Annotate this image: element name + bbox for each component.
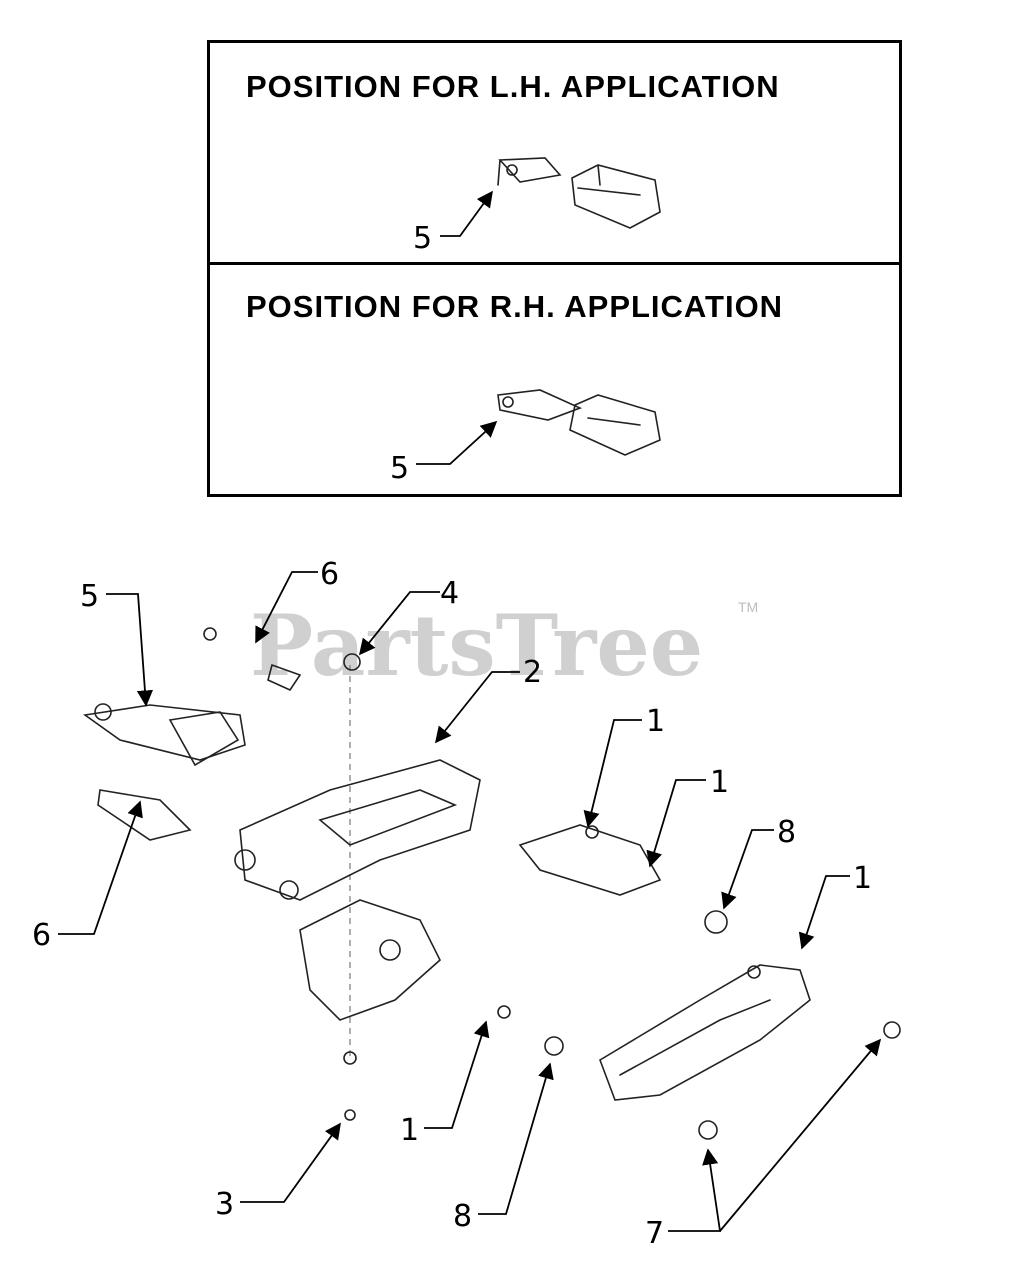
inset-lh-leader xyxy=(440,190,493,237)
leader-1-d xyxy=(424,1020,490,1129)
main-assembly-sketch xyxy=(82,627,901,1140)
callout-8-right: 8 xyxy=(777,815,796,850)
inset-rh-application: POSITION FOR R.H. APPLICATION xyxy=(207,262,902,497)
callout-1-b: 1 xyxy=(710,765,729,800)
leader-1-a xyxy=(583,719,642,828)
callout-1-a: 1 xyxy=(646,704,665,739)
callout-6-top: 6 xyxy=(320,557,339,592)
inset-rh-leader xyxy=(416,420,498,465)
watermark-trademark: TM xyxy=(738,599,758,615)
inset-lh-title: POSITION FOR L.H. APPLICATION xyxy=(246,69,780,104)
leader-8-bottom xyxy=(478,1062,554,1215)
leader-1-b xyxy=(646,779,706,868)
inset-rh-callout: 5 xyxy=(390,451,409,486)
leader-7-a xyxy=(668,1148,722,1232)
leader-6-top xyxy=(255,571,318,644)
leader-4 xyxy=(358,591,440,656)
callout-6-left: 6 xyxy=(32,918,51,953)
leader-2 xyxy=(434,671,520,744)
leader-5-left xyxy=(106,593,154,707)
callout-2: 2 xyxy=(523,655,542,690)
leader-7-b xyxy=(719,1038,882,1232)
callout-3: 3 xyxy=(215,1187,234,1222)
leader-6-left xyxy=(58,800,143,935)
callout-7: 7 xyxy=(645,1216,664,1251)
leader-8-right xyxy=(721,829,774,910)
leader-1-c xyxy=(798,875,850,950)
callout-1-c: 1 xyxy=(853,861,872,896)
watermark-text: PartsTree xyxy=(250,596,703,695)
callout-8-bottom: 8 xyxy=(453,1199,472,1234)
leader-3 xyxy=(240,1122,341,1203)
inset-rh-part-sketch xyxy=(497,389,661,456)
callout-4: 4 xyxy=(440,576,459,611)
callout-1-d: 1 xyxy=(400,1113,419,1148)
inset-lh-callout: 5 xyxy=(413,221,432,256)
inset-lh-part-sketch xyxy=(497,157,661,229)
callout-5: 5 xyxy=(80,579,99,614)
inset-rh-title: POSITION FOR R.H. APPLICATION xyxy=(246,289,784,324)
